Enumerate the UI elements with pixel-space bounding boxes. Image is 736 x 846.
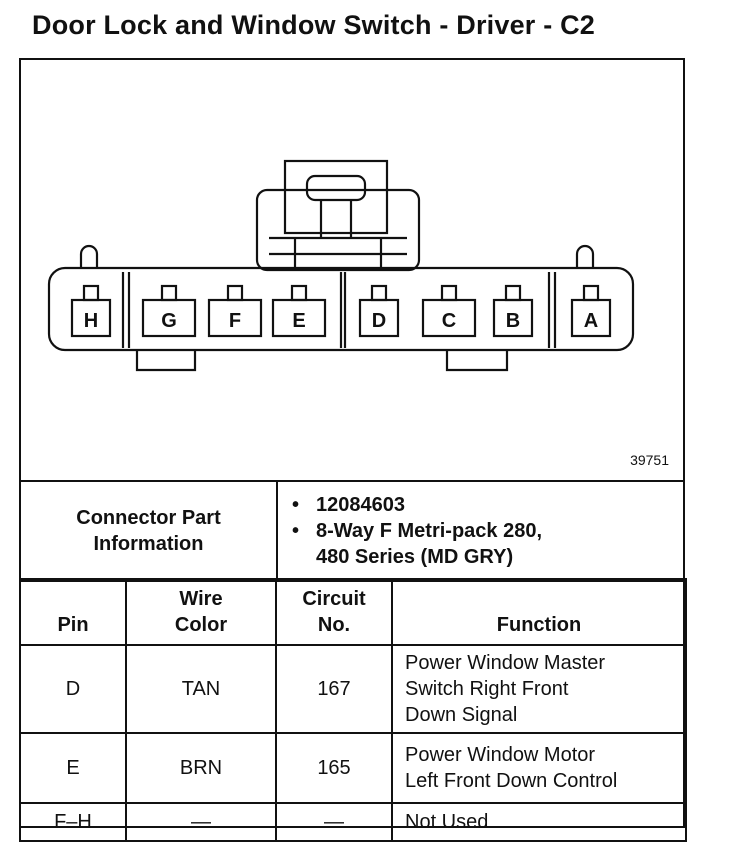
wire-color-cell: — — [125, 802, 277, 842]
pin-cavities — [70, 284, 612, 338]
part-number-item: • 12084603 — [292, 494, 405, 516]
pin-letter: G — [161, 310, 177, 332]
connector-description-item: • 8-Way F Metri-pack 280, — [292, 520, 543, 542]
page-title: Door Lock and Window Switch - Driver - C… — [32, 10, 596, 40]
connector-info-details: • 12084603 • 8-Way F Metri-pack 280, 480… — [276, 480, 685, 582]
table-row: F–H — — Not Used — [19, 802, 687, 842]
pin-letter: E — [292, 310, 305, 332]
pin-latch-tab — [582, 284, 600, 302]
bottom-tab-left — [135, 350, 197, 372]
pin-latch-tab — [290, 284, 308, 302]
right-post — [575, 244, 595, 268]
pin-latch-tab — [504, 284, 522, 302]
connector-latch — [283, 159, 389, 235]
function-cell: Power Window Motor Left Front Down Contr… — [391, 732, 687, 804]
connector-diagram: H G F E D C B A 39751 — [19, 58, 685, 480]
table-row: D TAN 167 Power Window Master Switch Rig… — [19, 644, 687, 734]
pin-cell: F–H — [19, 802, 127, 842]
left-post — [79, 244, 99, 268]
pin-cell: E — [19, 732, 127, 804]
table-row: E BRN 165 Power Window Motor Left Front … — [19, 732, 687, 804]
part-number: 12084603 — [316, 494, 405, 516]
circuit-cell: 165 — [275, 732, 393, 804]
function-cell: Power Window Master Switch Right Front D… — [391, 644, 687, 734]
pin-letter: H — [84, 310, 98, 332]
wire-color-cell: TAN — [125, 644, 277, 734]
pin-latch-tab — [160, 284, 178, 302]
pin-letter: C — [442, 310, 456, 332]
connector-body — [47, 266, 635, 352]
circuit-cell: 167 — [275, 644, 393, 734]
diagram-reference-code: 39751 — [630, 452, 669, 468]
connector-description-line2: 480 Series (MD GRY) — [316, 546, 514, 568]
pin-latch-tab — [226, 284, 244, 302]
pin-latch-tab — [440, 284, 458, 302]
pin-letter: B — [506, 310, 520, 332]
circuit-cell: — — [275, 802, 393, 842]
connector-latch-housing — [255, 188, 421, 272]
pin-letter: A — [584, 310, 598, 332]
pin-cell: D — [19, 644, 127, 734]
function-cell: Not Used — [391, 802, 687, 842]
wire-color-cell: BRN — [125, 732, 277, 804]
connector-info-label: Connector Part Information — [19, 480, 278, 582]
connector-description-line1: 8-Way F Metri-pack 280, — [316, 520, 543, 542]
pin-letter: D — [372, 310, 386, 332]
pin-letter: F — [229, 310, 241, 332]
pin-latch-tab — [82, 284, 100, 302]
header-function: Function — [391, 578, 687, 646]
header-pin: Pin — [19, 578, 127, 646]
pin-latch-tab — [370, 284, 388, 302]
connector-info-table: Connector Part Information • 12084603 • … — [19, 480, 685, 582]
bottom-tab-right — [445, 350, 509, 372]
